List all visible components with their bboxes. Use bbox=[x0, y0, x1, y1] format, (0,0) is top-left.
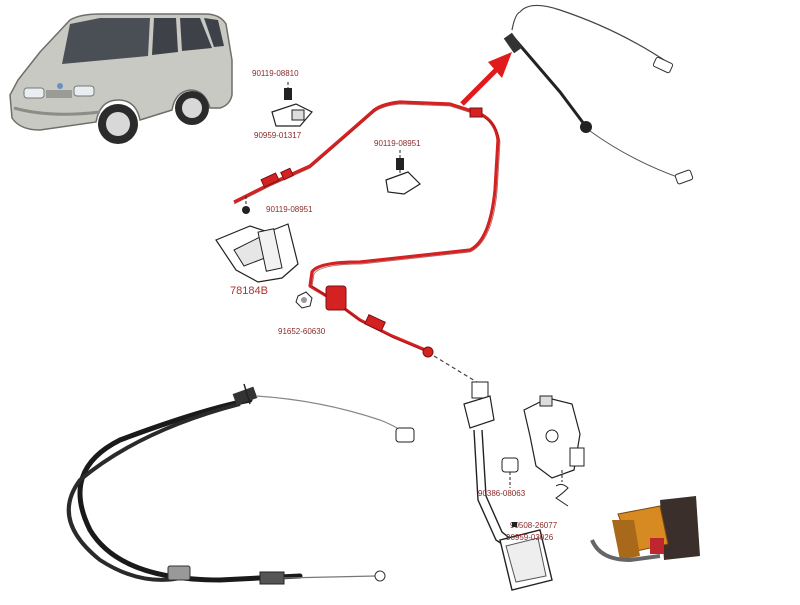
part-label-pedal-bushing: 90386-08063 bbox=[478, 489, 526, 498]
bracket-top bbox=[271, 82, 313, 127]
bolt-left bbox=[242, 196, 250, 214]
part-label-bracket-mid: 90119-08951 bbox=[374, 139, 421, 148]
part-label-bolt-left: 90119-08951 bbox=[266, 205, 313, 214]
pedal-bracket-left bbox=[215, 223, 299, 283]
foot-pedal-photo bbox=[590, 496, 700, 563]
pedal-bushing bbox=[501, 457, 519, 488]
part-label-pedal-bracket: 78184B bbox=[230, 285, 268, 297]
return-spring bbox=[555, 470, 569, 507]
part-label-clamp-top: 90959-01317 bbox=[254, 131, 302, 140]
bracket-mid bbox=[385, 150, 421, 195]
grommet bbox=[295, 291, 313, 309]
part-label-bracket-top: 90119-08810 bbox=[252, 69, 299, 78]
pedal-support-bracket bbox=[523, 395, 585, 479]
part-label-pedal-pad: 90959-03026 bbox=[506, 533, 554, 542]
throttle-cable-end bbox=[503, 4, 694, 185]
accelerator-pedal bbox=[463, 381, 553, 591]
hatchback-car-icon bbox=[9, 13, 233, 144]
part-label-grommet: 91652-60630 bbox=[278, 327, 326, 336]
cable-product-photo bbox=[66, 383, 415, 585]
bullet-marker bbox=[512, 522, 517, 527]
red-arrow-icon bbox=[460, 52, 512, 106]
accelerator-cable bbox=[233, 100, 501, 385]
part-label-spring: 90508-26077 bbox=[510, 521, 558, 530]
